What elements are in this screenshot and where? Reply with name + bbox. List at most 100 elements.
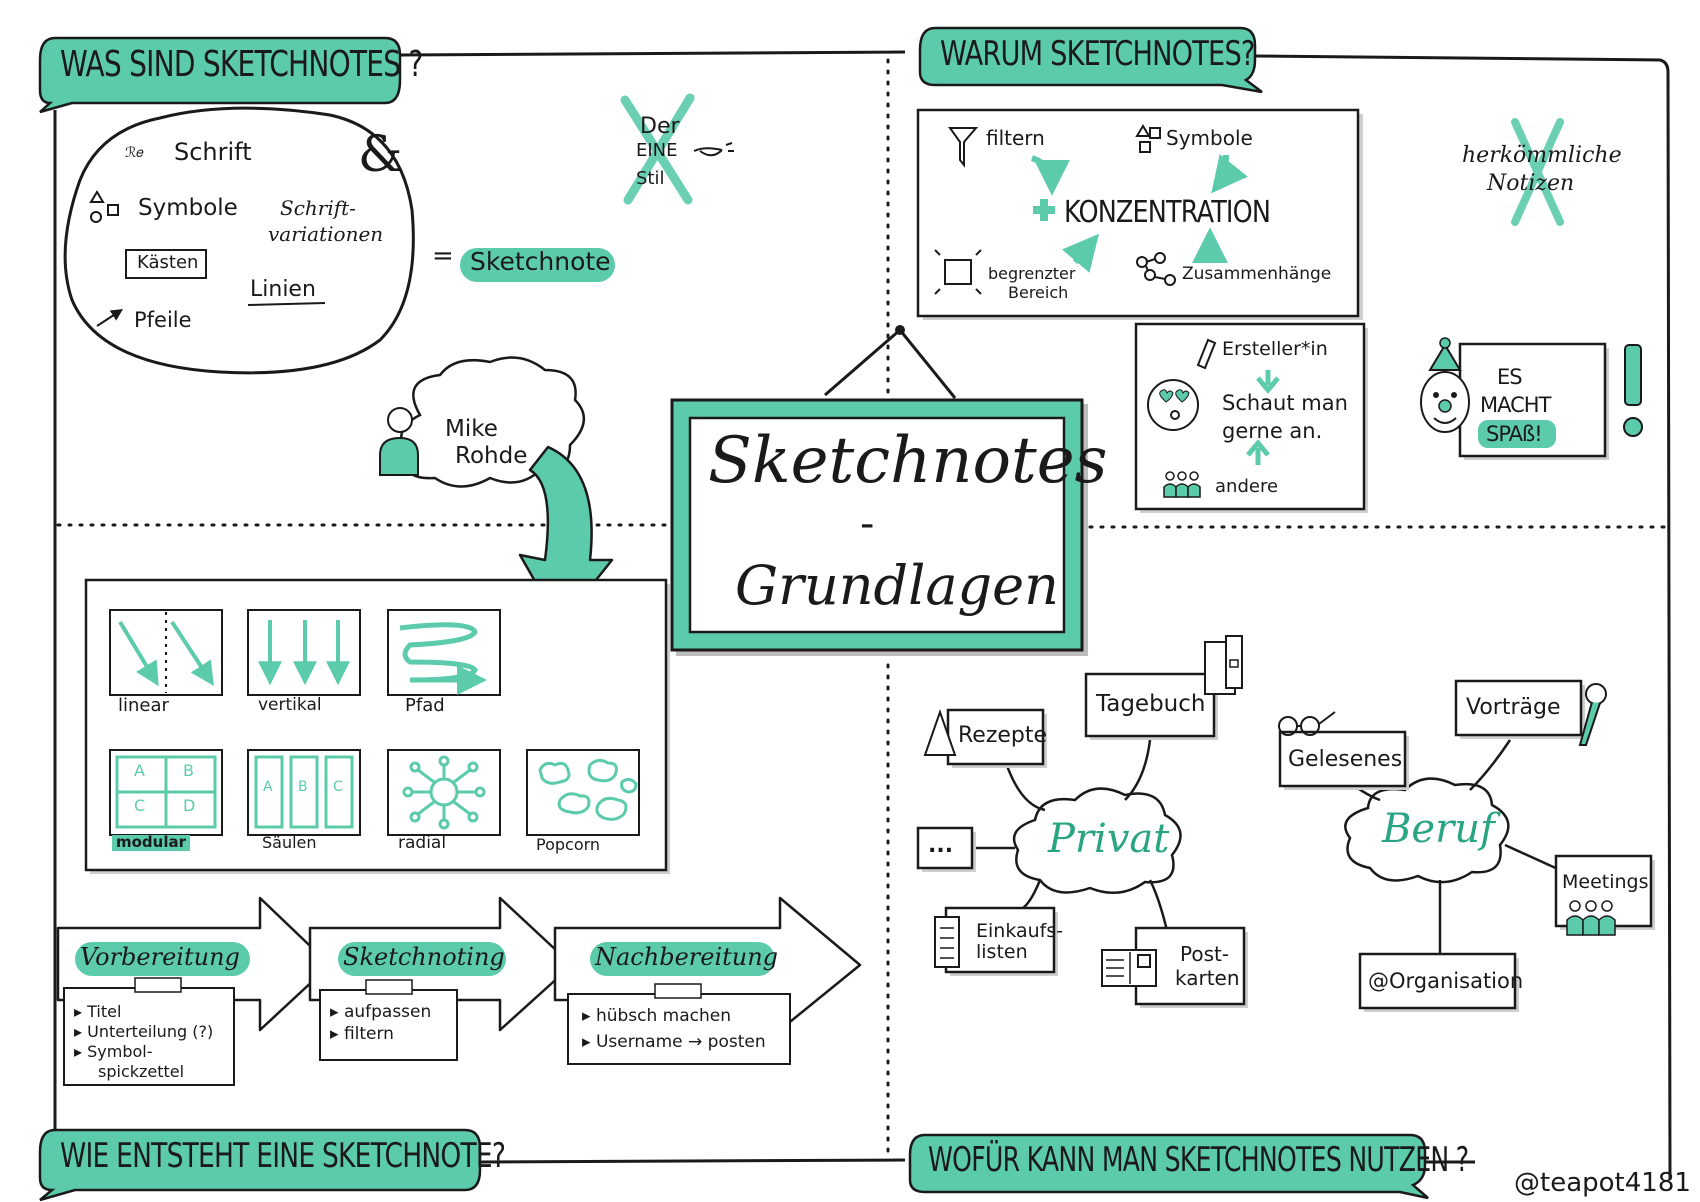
privat-cloud <box>1012 787 1182 895</box>
label-schaut-2: gerne an. <box>1222 419 1323 443</box>
konzentration-panel <box>916 108 1360 318</box>
kaesten-box <box>125 249 207 279</box>
result-pill <box>460 248 615 282</box>
label-zusammenhaenge: Zusammenhänge <box>1182 264 1332 284</box>
banner-was-sind: WAS SIND SKETCHNOTES ? <box>60 44 423 85</box>
bullet-symbol: ▸ Symbol- <box>74 1042 153 1061</box>
area-icon <box>934 249 982 295</box>
layout-saeulen: Säulen <box>262 833 317 852</box>
banner-wofuer: WOFÜR KANN MAN SKETCHNOTES NUTZEN ? <box>928 1140 1469 1180</box>
crossed-eine: EINE <box>636 140 678 161</box>
bullet-unterteilung: ▸ Unterteilung (?) <box>74 1022 214 1041</box>
grid-letter-d: D <box>183 796 196 815</box>
label-kaesten: Kästen <box>137 252 199 273</box>
node-tagebuch: Tagebuch <box>1096 691 1206 717</box>
clown-icon <box>1420 337 1470 433</box>
crossout-stil <box>620 93 695 205</box>
label-schriftvar-1: Schrift- <box>280 196 356 220</box>
ampersand: & <box>358 125 403 183</box>
title-line-2: Grundlagen <box>735 554 1059 617</box>
label-ersteller: Ersteller*in <box>1222 338 1328 360</box>
grid-letter-b: B <box>183 761 194 780</box>
layout-linear: linear <box>118 695 169 716</box>
node-post-2: karten <box>1175 966 1240 990</box>
hanger-string <box>824 327 957 399</box>
node-organisation: @Organisation <box>1368 969 1524 993</box>
label-begrenzter-1: begrenzter <box>988 264 1076 283</box>
equals-sign: = <box>432 241 454 271</box>
layout-radial: radial <box>398 833 447 853</box>
crossed-herkoemmliche: herkömmliche <box>1462 143 1622 168</box>
label-linien: Linien <box>250 277 316 302</box>
node-vortraege: Vorträge <box>1466 695 1561 720</box>
meeting-people-icon <box>1566 900 1616 936</box>
schrift-icon: ℛ𝑒 <box>125 145 144 161</box>
postcard-icon <box>1101 949 1157 987</box>
layout-modular: modular <box>112 834 191 851</box>
label-schaut-1: Schaut man <box>1222 391 1348 415</box>
label-konzentration: KONZENTRATION <box>1064 195 1271 230</box>
list-icon <box>934 916 960 968</box>
col-letter-b: B <box>298 779 308 795</box>
pencil-icon <box>1196 338 1217 370</box>
bullet-spickzettel: spickzettel <box>98 1062 185 1081</box>
crossed-stil: Stil <box>636 168 665 189</box>
diary-icon <box>1204 635 1243 695</box>
mindmap-lines <box>975 739 1561 955</box>
label-spass: SPAß! <box>1486 422 1543 446</box>
funnel-icon <box>948 127 979 168</box>
banner-wie-entsteht: WIE ENTSTEHT EINE SKETCHNOTE? <box>60 1136 506 1176</box>
microphone-icon <box>1578 683 1607 746</box>
konz-arrows <box>1030 154 1248 273</box>
dotted-dividers <box>56 58 1667 1162</box>
thought-cloud <box>400 356 585 488</box>
label-es: ES <box>1497 365 1523 389</box>
grid-letter-c: C <box>134 796 146 815</box>
layout-vertikal: vertikal <box>258 695 322 715</box>
banner-warum: WARUM SKETCHNOTES? <box>940 34 1255 74</box>
network-icon <box>1136 252 1176 286</box>
bullet-titel: ▸ Titel <box>74 1002 122 1021</box>
node-einkauf-1: Einkaufs- <box>976 920 1064 942</box>
cloud-beruf: Beruf <box>1382 806 1495 852</box>
glasses-icon <box>1278 711 1336 736</box>
node-dots: ... <box>928 833 954 858</box>
symbole-icon <box>89 190 119 223</box>
col-letter-c: C <box>333 779 343 795</box>
step-nachbereitung: Nachbereitung <box>595 943 779 971</box>
people-icon <box>1163 471 1201 498</box>
title-line-1: Sketchnotes <box>708 424 1108 498</box>
result-sketchnote: Sketchnote <box>470 247 611 276</box>
plus-icon <box>1033 199 1055 221</box>
step-tapes <box>134 977 702 999</box>
shapes-icon <box>1135 124 1161 153</box>
banner-shapes <box>38 26 1429 1202</box>
label-andere: andere <box>1215 476 1279 497</box>
crossed-der: Der <box>640 114 680 139</box>
label-macht: MACHT <box>1480 393 1551 417</box>
label-symbole: Symbole <box>138 195 238 221</box>
layout-popcorn: Popcorn <box>536 835 601 854</box>
node-einkauf-2: listen <box>976 941 1028 963</box>
rohde-label: Rohde <box>455 443 528 469</box>
label-schriftvar-2: variationen <box>268 222 384 246</box>
beruf-cloud <box>1344 777 1510 884</box>
step-vorbereitung: Vorbereitung <box>80 943 240 971</box>
mike-label: Mike <box>445 416 498 442</box>
label-symbole-q2: Symbole <box>1166 126 1253 150</box>
layout-pfad: Pfad <box>405 695 445 716</box>
crossout-notizen <box>1511 118 1564 226</box>
bullet-username: ▸ Username → posten <box>582 1032 766 1052</box>
definition-bubble <box>63 106 415 375</box>
hat-icon <box>693 142 734 157</box>
node-rezepte: Rezepte <box>958 723 1048 748</box>
label-pfeile: Pfeile <box>134 308 192 332</box>
step-pills <box>75 942 775 976</box>
node-gelesenes: Gelesenes <box>1288 747 1403 772</box>
frame-lines <box>53 50 1672 1181</box>
person-icon <box>379 407 419 476</box>
cloud-privat: Privat <box>1048 816 1170 862</box>
q4-boxes <box>916 672 1653 1010</box>
